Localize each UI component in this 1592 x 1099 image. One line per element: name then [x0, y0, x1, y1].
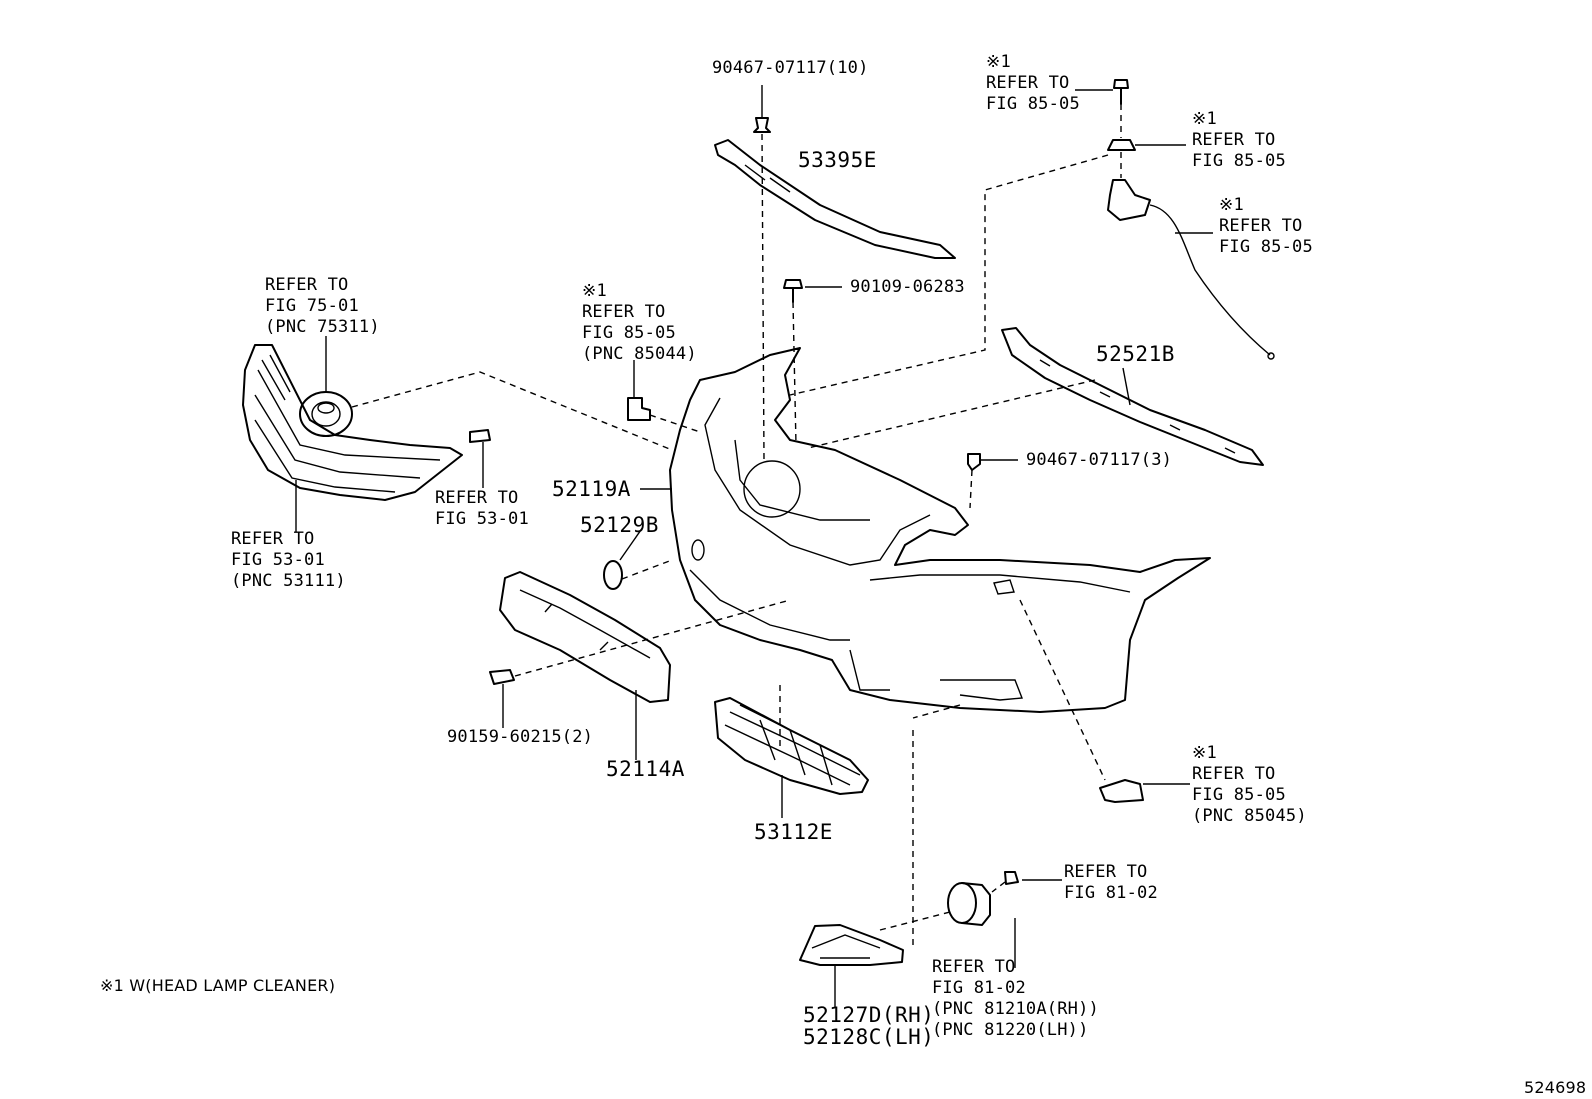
note-top-3: ※1 REFER TO FIG 85-05 [1219, 195, 1313, 257]
label-lower-grille: 53112E [754, 820, 833, 844]
clip-top-part[interactable] [753, 85, 771, 133]
upper-retainer-part[interactable] [714, 139, 956, 259]
label-cap: 52129B [580, 513, 659, 537]
label-screw-center: 90109-06283 [850, 277, 965, 297]
emblem-part[interactable] [299, 336, 353, 437]
screw-center-part[interactable] [783, 279, 842, 303]
side-retainer-part[interactable] [1001, 327, 1264, 466]
note-bracket-85045: ※1 REFER TO FIG 85-05 (PNC 85045) [1192, 743, 1307, 826]
label-grille-ref: REFER TO FIG 53-01 (PNC 53111) [231, 529, 346, 591]
label-clip-top: 90467-07117(10) [712, 58, 869, 78]
note-bracket-85044: ※1 REFER TO FIG 85-05 (PNC 85044) [582, 281, 697, 364]
fog-screw-part[interactable] [1004, 871, 1062, 885]
bumper-cover-part[interactable] [640, 347, 1211, 713]
cap-part[interactable] [603, 526, 644, 590]
footnote: ※1 W(HEAD LAMP CLEANER) [100, 976, 336, 995]
fog-lamp-part[interactable] [947, 882, 1016, 968]
bolt-lower-part[interactable] [489, 669, 515, 728]
label-grille-bolt-ref: REFER TO FIG 53-01 [435, 488, 529, 529]
label-fog-lamp-ref: REFER TO FIG 81-02 (PNC 81210A(RH)) (PNC… [932, 957, 1099, 1040]
clip-side-part[interactable] [967, 453, 1018, 471]
bracket-85044-part[interactable] [627, 360, 651, 421]
note-top-2: ※1 REFER TO FIG 85-05 [1192, 109, 1286, 171]
label-side-retainer: 52521B [1096, 342, 1175, 366]
label-upper-retainer: 53395E [798, 148, 877, 172]
label-fog-cover-lh: 52128C(LH) [803, 1025, 935, 1049]
label-bolt-lower: 90159-60215(2) [447, 727, 594, 747]
label-reinforcement: 52114A [606, 757, 685, 781]
fog-cover-part[interactable] [799, 924, 904, 1008]
label-bumper-cover: 52119A [552, 477, 631, 501]
diagram-id: 524698 [1524, 1078, 1587, 1097]
bracket-85045-part[interactable] [1099, 779, 1190, 803]
grille-bolt-part[interactable] [469, 429, 491, 488]
label-emblem-ref: REFER TO FIG 75-01 (PNC 75311) [265, 275, 380, 337]
lower-grille-part[interactable] [714, 697, 869, 818]
label-fog-cover-rh: 52127D(RH) [803, 1003, 935, 1027]
washer-nozzle-part[interactable] [1075, 79, 1275, 360]
upper-grille-part[interactable] [242, 344, 463, 532]
note-top-1: ※1 REFER TO FIG 85-05 [986, 52, 1080, 114]
label-clip-side: 90467-07117(3) [1026, 450, 1173, 470]
reinforcement-part[interactable] [499, 571, 671, 760]
label-fog-screw-ref: REFER TO FIG 81-02 [1064, 862, 1158, 903]
